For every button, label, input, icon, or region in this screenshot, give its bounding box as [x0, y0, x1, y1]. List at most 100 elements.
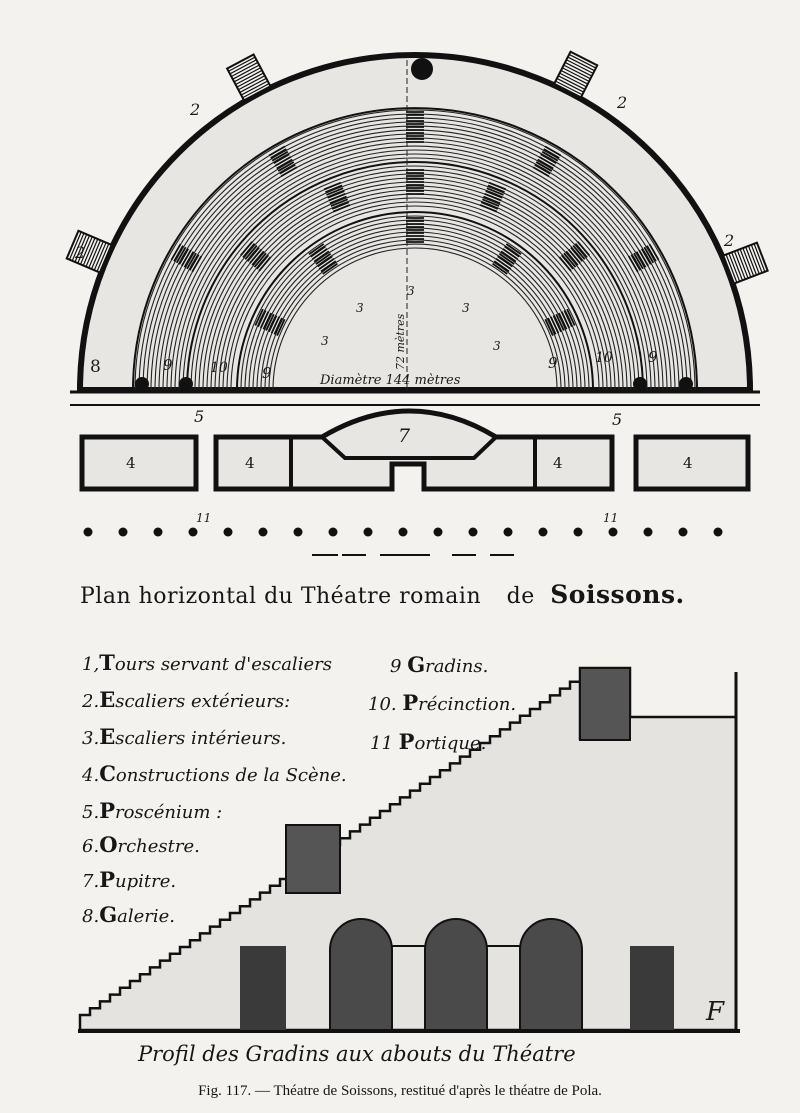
stair-step	[242, 83, 270, 99]
profile-pier	[630, 946, 674, 1030]
portico-column	[713, 527, 723, 537]
stair-step	[484, 192, 502, 202]
stair-step	[577, 241, 591, 257]
stair-step	[538, 156, 556, 167]
stair-step	[559, 72, 587, 88]
stair-step	[480, 201, 499, 210]
stair-step	[567, 56, 595, 72]
stair-step	[79, 236, 93, 265]
gradin-ring	[202, 177, 628, 391]
internal-stair	[308, 243, 338, 275]
profile-pier	[240, 946, 286, 1030]
gradin-ring	[268, 243, 562, 391]
stair-step	[238, 75, 266, 91]
stair-step	[544, 145, 562, 157]
internal-stair	[406, 217, 424, 243]
stair-step	[492, 262, 508, 275]
label-stair-left-top: 2	[189, 100, 200, 119]
stair-step	[315, 253, 332, 265]
stair-step	[181, 249, 192, 267]
gallery-inner-wall	[132, 107, 698, 391]
gradin-ring	[198, 173, 632, 391]
stair-step	[330, 198, 349, 207]
tower-dot	[135, 377, 149, 391]
stair-step	[558, 312, 568, 330]
stair-step	[183, 251, 195, 268]
gradin-ring	[226, 201, 604, 391]
internal-stair	[479, 181, 507, 213]
stair-step	[74, 234, 88, 263]
legend-item-11: 11 Portique.	[370, 729, 487, 754]
top-tower	[411, 58, 433, 80]
stair-step	[244, 244, 258, 260]
portico-column	[328, 527, 338, 537]
legend-item-10: 10. Précinction.	[368, 690, 517, 715]
portico-column	[573, 527, 583, 537]
stair-step	[648, 243, 660, 261]
stair-step	[549, 316, 560, 334]
gradin-ring	[272, 247, 558, 391]
label-proscenium-r: 5	[612, 410, 622, 429]
legend-item-6: 6.Orchestre.	[82, 832, 200, 857]
label-pupitre: 7	[398, 425, 411, 447]
stair-step	[246, 246, 260, 262]
stair-step	[276, 318, 286, 336]
pupitre-outline	[320, 435, 498, 460]
stair-step	[173, 245, 184, 262]
label-gradins-r2: 9	[548, 354, 558, 372]
label-gradins-l2: 9	[262, 364, 272, 382]
stair-step	[646, 245, 657, 262]
stair-step	[627, 255, 639, 273]
stair-step	[725, 254, 738, 283]
internal-stair	[558, 241, 591, 272]
portico-column	[398, 527, 408, 537]
legend-item-3: 3.Escaliers intérieurs.	[82, 724, 287, 749]
internal-stair	[406, 169, 424, 195]
stair-step	[563, 310, 573, 328]
stair-step	[273, 317, 283, 335]
stair-step	[742, 247, 755, 277]
profile-title: Profil des Gradins aux abouts du Théatre	[138, 1042, 576, 1066]
stair-step	[242, 243, 256, 258]
stair-step	[487, 184, 505, 194]
stage-constructions	[79, 408, 751, 492]
internal-stair	[323, 181, 351, 213]
stair-step	[572, 244, 586, 260]
gradin-ring	[252, 227, 578, 391]
label-precinction-r: 10	[595, 350, 613, 366]
legend-item-2: 2.Escaliers extérieurs:	[82, 687, 291, 712]
label-esc-int-3: 3	[407, 284, 415, 298]
gradin-ring	[214, 189, 616, 391]
stair-step	[481, 198, 500, 207]
plan-horizontal	[65, 50, 769, 406]
stair-step	[547, 317, 557, 335]
outer-gallery-wall	[76, 52, 754, 393]
portico-column	[223, 527, 233, 537]
portico-column	[153, 527, 163, 537]
stair-step	[563, 252, 577, 268]
label-portique-l: 11	[196, 511, 211, 525]
stair-step	[558, 256, 572, 272]
stair-step	[318, 257, 335, 270]
label-esc-int-4: 3	[462, 301, 470, 315]
internal-stair	[532, 145, 562, 178]
scene-block	[79, 434, 199, 492]
stair-step	[82, 237, 96, 266]
stair-step	[495, 257, 512, 270]
stair-step	[270, 148, 287, 159]
stair-step	[232, 64, 260, 80]
stair-step	[640, 248, 652, 265]
stair-step	[170, 243, 182, 261]
stair-step	[633, 252, 644, 270]
stair-step	[750, 244, 763, 274]
stair-step	[231, 61, 259, 78]
portico-column	[538, 527, 548, 537]
internal-stair	[406, 111, 424, 143]
stair-step	[500, 250, 517, 263]
stair-step	[728, 253, 741, 282]
central-scene-building	[213, 408, 615, 492]
stair-step	[753, 243, 766, 272]
stair-step	[256, 254, 270, 270]
internal-stair	[268, 145, 298, 178]
stair-step	[541, 150, 559, 162]
